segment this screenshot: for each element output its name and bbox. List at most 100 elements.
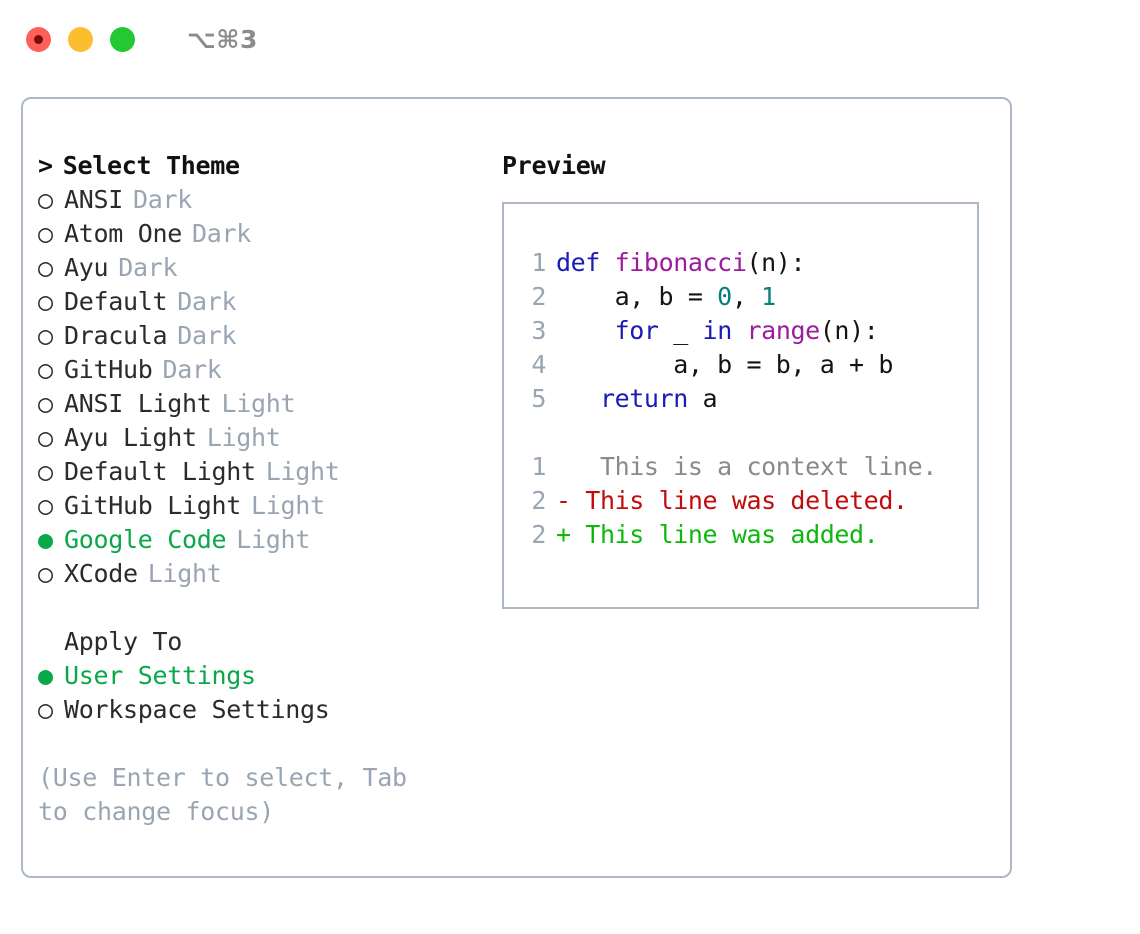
radio-selected-icon: ● — [38, 661, 53, 690]
apply-to-option-workspace-settings[interactable]: ○Workspace Settings — [38, 693, 478, 727]
code-token — [556, 316, 615, 345]
theme-option-github-light[interactable]: ○ GitHub Light Light — [38, 489, 478, 523]
theme-variant-tag: Light — [147, 559, 222, 588]
diff-marker: + — [556, 520, 571, 549]
keyboard-shortcut-label: ⌥⌘3 — [187, 24, 258, 54]
theme-option-dracula[interactable]: ○ Dracula Dark — [38, 319, 478, 353]
theme-option-label: Default Light — [64, 457, 256, 486]
line-number: 3 — [531, 316, 546, 345]
apply-to-option-label: User Settings — [64, 661, 256, 690]
theme-option-ayu[interactable]: ○ Ayu Dark — [38, 251, 478, 285]
spacer — [38, 591, 478, 625]
radio-unselected-icon: ○ — [38, 559, 53, 588]
radio-unselected-icon: ○ — [38, 219, 53, 248]
diff-line-del: 2- This line was deleted. — [504, 484, 977, 518]
radio-unselected-icon: ○ — [38, 389, 53, 418]
theme-option-label: Atom One — [64, 219, 183, 248]
radio-unselected-icon: ○ — [38, 457, 53, 486]
theme-option-github[interactable]: ○ GitHub Dark — [38, 353, 478, 387]
theme-option-label: GitHub Light — [64, 491, 242, 520]
theme-option-ayu-light[interactable]: ○ Ayu Light Light — [38, 421, 478, 455]
theme-variant-tag: Light — [221, 389, 296, 418]
diff-sample: 1 This is a context line.2- This line wa… — [504, 450, 977, 552]
titlebar: ⌥⌘3 — [0, 0, 1140, 78]
code-token — [556, 384, 600, 413]
theme-option-label: XCode — [64, 559, 138, 588]
theme-option-label: Ayu Light — [64, 423, 197, 452]
maximize-button[interactable] — [110, 26, 135, 52]
line-number: 5 — [531, 384, 546, 413]
theme-option-xcode[interactable]: ○ XCode Light — [38, 557, 478, 591]
theme-option-label: ANSI — [64, 185, 124, 214]
prompt-caret-icon: > — [38, 151, 53, 180]
code-token: a, b = — [556, 282, 718, 311]
code-token: fibonacci — [614, 248, 747, 277]
radio-unselected-icon: ○ — [38, 185, 53, 214]
line-number: 1 — [531, 248, 546, 277]
close-button[interactable] — [26, 26, 51, 52]
theme-variant-tag: Dark — [162, 355, 222, 384]
radio-unselected-icon: ○ — [38, 321, 53, 350]
theme-option-google-code[interactable]: ● Google Code Light — [38, 523, 478, 557]
theme-option-label: GitHub — [64, 355, 153, 384]
line-number: 2 — [531, 486, 546, 515]
code-token: _ — [658, 316, 703, 345]
theme-variant-tag: Dark — [177, 287, 237, 316]
theme-option-label: Dracula — [64, 321, 168, 350]
spacer — [504, 416, 977, 450]
theme-option-label: Default — [64, 287, 168, 316]
apply-to-list: ● User Settings ○Workspace Settings — [38, 659, 478, 727]
radio-unselected-icon: ○ — [38, 253, 53, 282]
apply-to-option-label: Workspace Settings — [64, 695, 330, 724]
minimize-button[interactable] — [68, 26, 93, 52]
theme-variant-tag: Light — [251, 491, 325, 520]
line-number: 1 — [531, 452, 546, 481]
code-token: 1 — [761, 282, 776, 311]
line-number: 4 — [531, 350, 546, 379]
theme-option-label: Ayu — [64, 253, 109, 282]
diff-marker — [556, 452, 571, 481]
help-hint-text: (Use Enter to select, Tab to change focu… — [38, 763, 407, 826]
radio-unselected-icon: ○ — [38, 355, 53, 384]
code-token: 0 — [717, 282, 732, 311]
theme-variant-tag: Dark — [118, 253, 178, 282]
code-token: a, b = b, a + b — [556, 350, 893, 379]
radio-unselected-icon: ○ — [38, 423, 53, 452]
traffic-lights — [26, 26, 135, 52]
apply-to-header: Apply To — [64, 627, 183, 656]
theme-variant-tag: Light — [265, 457, 340, 486]
code-token: for — [614, 316, 659, 345]
diff-text: This line was deleted. — [570, 486, 908, 515]
line-number: 2 — [531, 282, 546, 311]
theme-option-label: Google Code — [64, 525, 227, 554]
code-token: , — [731, 282, 762, 311]
diff-line-add: 2+ This line was added. — [504, 518, 977, 552]
theme-variant-tag: Dark — [177, 321, 237, 350]
code-token: in — [702, 316, 733, 345]
radio-unselected-icon: ○ — [38, 491, 53, 520]
code-token: range — [746, 316, 821, 345]
radio-selected-icon: ● — [38, 525, 53, 554]
diff-text: This line was added. — [570, 520, 879, 549]
theme-variant-tag: Light — [236, 525, 311, 554]
code-line: 5 return a — [504, 382, 977, 416]
code-token: a — [687, 384, 718, 413]
code-line: 4 a, b = b, a + b — [504, 348, 977, 382]
code-token: return — [599, 384, 688, 413]
code-token: def — [556, 248, 615, 277]
code-line: 3 for _ in range(n): — [504, 314, 977, 348]
theme-variant-tag: Light — [206, 423, 281, 452]
apply-to-option-user-settings[interactable]: ● User Settings — [38, 659, 478, 693]
theme-option-default-light[interactable]: ○ Default Light Light — [38, 455, 478, 489]
diff-marker: - — [556, 486, 571, 515]
